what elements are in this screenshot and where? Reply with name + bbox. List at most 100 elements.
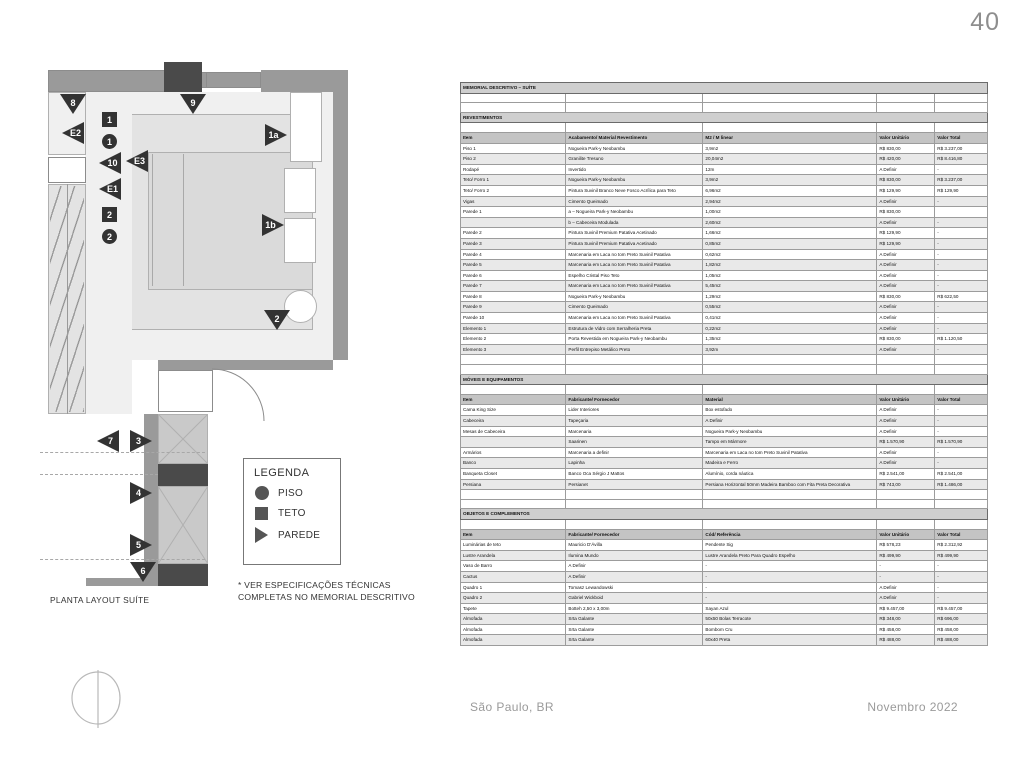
- table-cell: A Definir: [876, 457, 936, 469]
- table-cell: Banco: [459, 457, 567, 469]
- plan-pillow-2: [284, 218, 316, 263]
- table-cell: Pintura Suvinil Branco Neve Fosco Acríli…: [565, 184, 704, 197]
- table-cell: [876, 354, 936, 366]
- page-number: 40: [970, 8, 1000, 36]
- plan-marker-7[interactable]: 7: [93, 430, 119, 452]
- table-cell: R$ 1.570,90: [876, 436, 936, 448]
- table-cell: [459, 518, 567, 530]
- plan-marker-e2[interactable]: E2: [58, 122, 84, 144]
- table-cell: -: [934, 446, 988, 459]
- table-cell: Invertido: [565, 163, 704, 176]
- table-cell: -: [934, 280, 988, 292]
- plan-marker-2-piso[interactable]: 2: [102, 229, 117, 244]
- table-cell: [934, 364, 988, 375]
- table-cell: Tapete: [459, 602, 567, 615]
- plan-marker-1a[interactable]: 1a: [265, 124, 291, 146]
- table-cell: b – Cabeceira Modulada: [565, 216, 704, 229]
- floor-plan: 8 E2 1 1 10 E3 E1 2 2 9 1a: [40, 62, 420, 607]
- table-cell: [876, 498, 936, 510]
- table-cell: -: [934, 404, 988, 416]
- plan-marker-e1[interactable]: E1: [95, 178, 121, 200]
- plan-marker-e3[interactable]: E3: [122, 150, 148, 172]
- plan-caption: PLANTA LAYOUT SUÍTE: [50, 595, 150, 605]
- plan-block-dark-2: [158, 564, 208, 586]
- table-cell: Cimento Queimado: [565, 195, 704, 208]
- table-cell: Piso 1: [459, 142, 567, 155]
- table-cell: [565, 92, 704, 104]
- table-cell: [565, 518, 704, 530]
- spacer-row: [459, 354, 988, 366]
- footer-date: Novembro 2022: [867, 700, 958, 714]
- table-cell: 1,00m2: [702, 206, 878, 218]
- spacer-row: [459, 384, 988, 395]
- table-cell: Quadro 1: [459, 581, 567, 594]
- plan-curtain-panel: [290, 92, 322, 162]
- table-cell: R$ 348,00: [876, 613, 936, 625]
- table-cell: Tampo em Mármore: [702, 436, 878, 448]
- table-cell: Elemento 2: [459, 333, 567, 345]
- square-icon: [254, 507, 269, 520]
- plan-marker-10[interactable]: 10: [95, 152, 121, 174]
- plan-guide-1: [40, 452, 205, 453]
- table-cell: R$ 420,00: [876, 153, 936, 165]
- table-cell: [702, 122, 878, 133]
- table-cell: 0,62m2: [702, 248, 878, 261]
- table-cell: [876, 518, 936, 530]
- table-cell: R$ 129,90: [876, 184, 936, 197]
- table-cell: Botteh 2,50 x 3,00m: [565, 602, 704, 615]
- table-cell: [702, 92, 878, 104]
- table-cell: -: [876, 560, 936, 572]
- memorial-descritivo-table: MEMORIAL DESCRITIVO – SUÍTE REVESTIMENTOS…: [459, 82, 988, 647]
- table-cell: [565, 498, 704, 510]
- table-cell: Alumínio, corda náutica: [702, 467, 878, 480]
- spec-doc-title-row: MEMORIAL DESCRITIVO – SUÍTE: [460, 82, 988, 94]
- table-cell: [459, 122, 567, 133]
- table-cell: [459, 364, 567, 375]
- table-cell: [876, 102, 936, 113]
- plan-marker-3[interactable]: 3: [130, 430, 156, 452]
- plan-marker-1-piso[interactable]: 1: [102, 134, 117, 149]
- plan-wall-bottom-left: [86, 578, 144, 586]
- plan-marker-6[interactable]: 6: [130, 562, 156, 584]
- plan-marker-4[interactable]: 4: [130, 482, 156, 504]
- table-cell: Sayan Azul: [702, 602, 878, 615]
- table-cell: R$ 1.120,50: [934, 333, 988, 345]
- spacer-row: [459, 102, 988, 113]
- plan-marker-9[interactable]: 9: [180, 94, 206, 116]
- table-cell: Lustre Arandela: [459, 549, 567, 562]
- table-cell: -: [934, 216, 988, 229]
- table-cell: Fabricante/ Fornecedor: [565, 528, 704, 541]
- section-title-row: REVESTIMENTOS: [460, 111, 988, 124]
- table-cell: Parede 7: [459, 280, 567, 292]
- plan-marker-1b[interactable]: 1b: [262, 214, 288, 236]
- table-cell: R$ 458,00: [876, 623, 936, 636]
- table-cell: A Definir: [876, 216, 936, 229]
- plan-marker-2-teto[interactable]: 2: [102, 207, 117, 222]
- circle-icon: [254, 486, 269, 500]
- table-cell: Item: [459, 528, 567, 541]
- table-cell: 12m: [702, 163, 878, 176]
- plan-marker-5[interactable]: 5: [130, 534, 156, 556]
- table-cell: [934, 206, 988, 218]
- plan-marker-1-teto[interactable]: 1: [102, 112, 117, 127]
- plan-door-swing-icon: [211, 368, 265, 422]
- plan-marker-2-parede[interactable]: 2: [264, 310, 290, 332]
- plan-marker-8[interactable]: 8: [60, 94, 86, 116]
- table-cell: Teto/ Forro 2: [459, 184, 567, 197]
- table-cell: [459, 216, 567, 229]
- spec-doc-title: MEMORIAL DESCRITIVO – SUÍTE: [460, 82, 988, 94]
- table-cell: [702, 384, 878, 395]
- table-cell: R$ 2.312,92: [934, 539, 988, 551]
- table-cell: R$ 9.457,00: [934, 602, 988, 615]
- table-cell: M2 / M linear: [702, 131, 878, 144]
- table-cell: 1,66m2: [702, 227, 878, 239]
